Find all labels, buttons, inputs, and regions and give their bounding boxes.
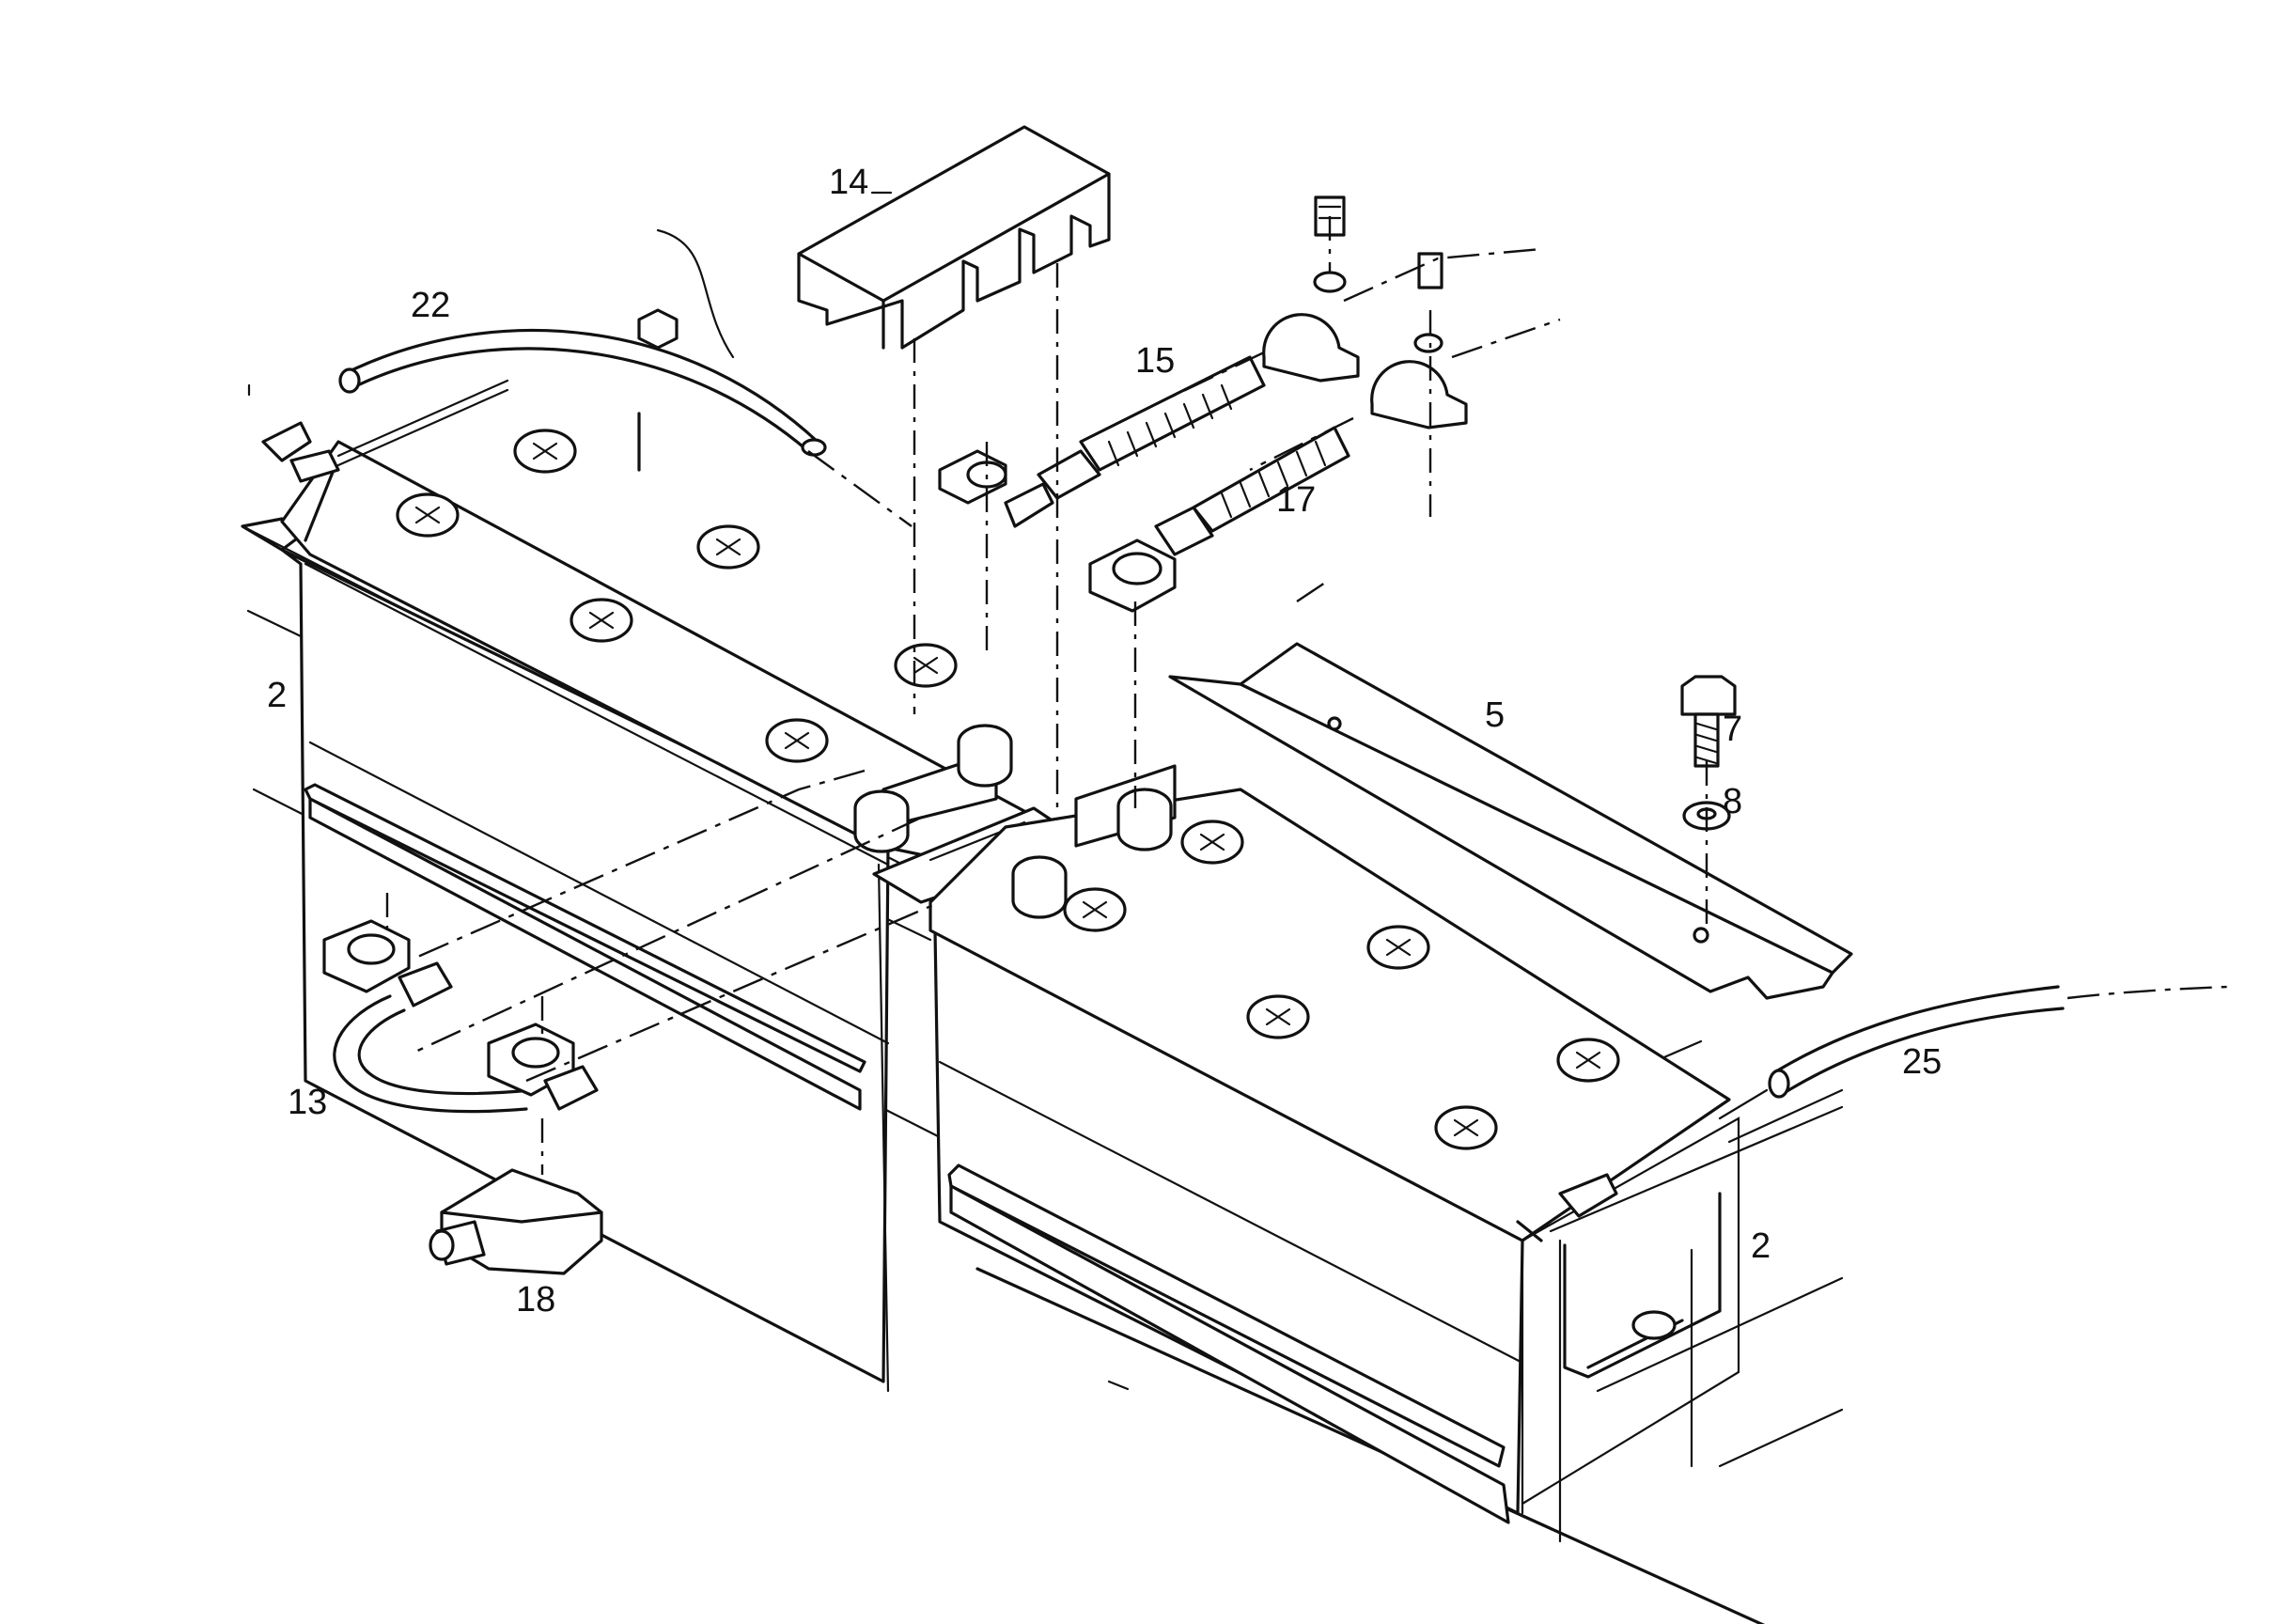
label-2-right: 2 (1751, 1226, 1771, 1266)
right-battery (928, 764, 1740, 1543)
left-battery-caps (396, 429, 958, 763)
hold-down-bar-5 (1168, 642, 1853, 1000)
battery-cable-17 (1088, 426, 1350, 613)
label-13: 13 (288, 1083, 327, 1122)
terminal-cover-14 (797, 125, 1111, 350)
right-battery-terminals (1011, 764, 1177, 919)
center-lines (385, 216, 1708, 1175)
bolt-7 (1680, 675, 1737, 768)
right-battery-caps (1063, 820, 1620, 1150)
label-14: 14 (829, 163, 868, 202)
label-17: 17 (1276, 480, 1316, 520)
vent-hose-22 (261, 228, 827, 483)
label-15: 15 (1135, 341, 1175, 381)
label-5: 5 (1485, 695, 1505, 735)
label-8: 8 (1723, 782, 1742, 821)
left-battery (241, 429, 1092, 1393)
label-25: 25 (1902, 1042, 1942, 1082)
terminal-cap-18 (429, 1168, 603, 1275)
label-22: 22 (411, 286, 450, 325)
battery-cable-15 (938, 355, 1266, 528)
vent-hose-25 (1718, 985, 2228, 1120)
callout-labels: 2 2 5 7 8 13 14 15 17 18 22 25 (267, 163, 1942, 1320)
label-7: 7 (1723, 710, 1742, 749)
label-2-left: 2 (267, 676, 287, 715)
clamps-screws (1262, 195, 1468, 429)
label-18: 18 (516, 1280, 555, 1320)
jumper-cable-13 (322, 919, 599, 1114)
